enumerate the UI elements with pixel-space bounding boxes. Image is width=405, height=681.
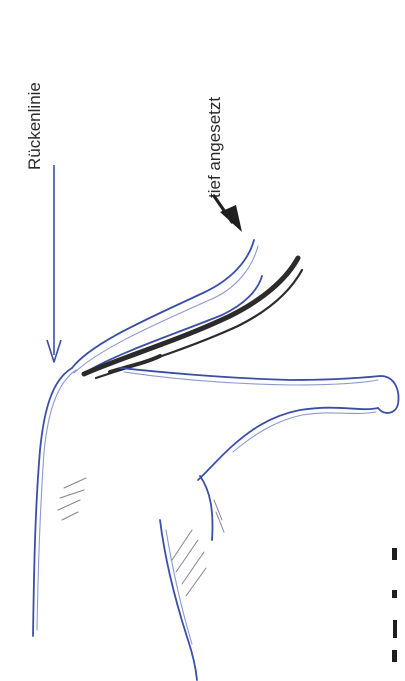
low-set-arrow: [214, 196, 242, 232]
tail-mark: [84, 258, 302, 378]
body-outline: [33, 368, 76, 636]
hind-leg-outline: [120, 368, 398, 480]
label-low-set: tief angesetzt: [205, 97, 224, 198]
fur-hatching: [58, 478, 224, 596]
label-dorsal-line: Rückenlinie: [25, 82, 44, 170]
dorsal-line-arrow: [47, 165, 61, 362]
edge-marks: [392, 548, 397, 662]
